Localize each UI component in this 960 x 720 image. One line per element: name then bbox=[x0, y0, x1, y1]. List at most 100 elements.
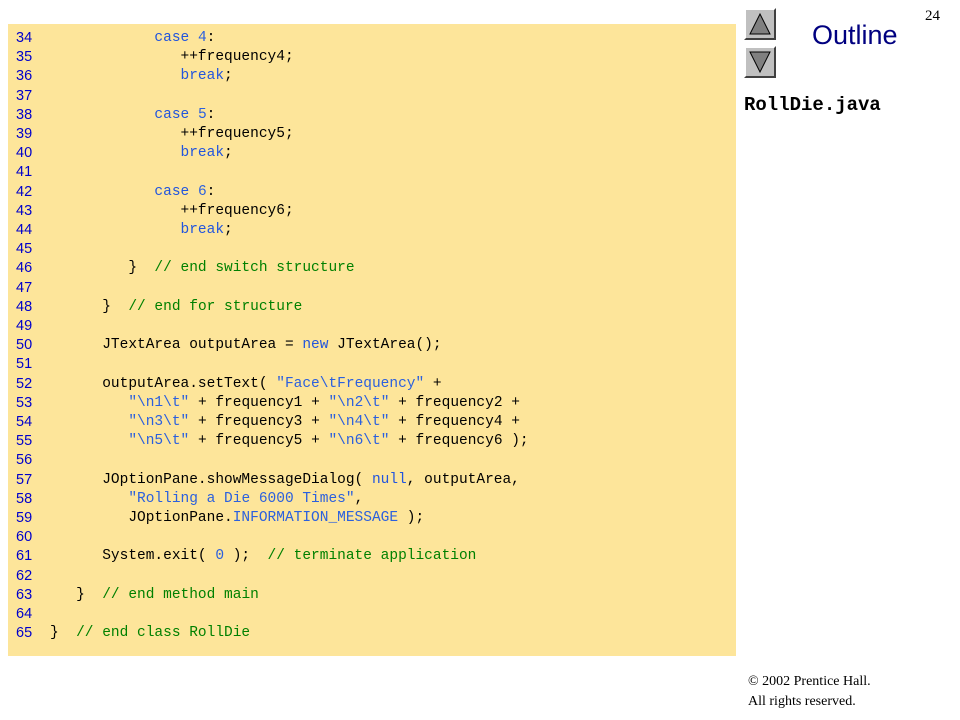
code-token: : bbox=[206, 30, 216, 46]
line-number: 61 bbox=[16, 548, 33, 565]
code-token: case bbox=[154, 106, 190, 123]
code-text: } // end switch structure bbox=[50, 259, 355, 278]
line-number: 63 bbox=[16, 586, 33, 603]
code-token: break bbox=[180, 222, 225, 238]
line-number: 54 bbox=[16, 414, 33, 430]
code-text: "Rolling a Die 6000 Times", bbox=[50, 490, 363, 509]
code-token bbox=[50, 222, 181, 238]
code-token: 4 bbox=[197, 30, 207, 46]
code-token: + frequency6 ); bbox=[389, 433, 529, 450]
rights-line: All rights reserved. bbox=[748, 694, 856, 709]
line-number: 62 bbox=[16, 567, 33, 584]
code-token: 0 bbox=[215, 548, 225, 565]
outline-title[interactable]: Outline bbox=[812, 20, 898, 50]
code-token: new bbox=[302, 337, 329, 354]
code-token: "\n5\t" bbox=[128, 433, 190, 450]
code-token: case bbox=[154, 183, 190, 200]
code-token: break bbox=[180, 145, 225, 162]
code-token: 6 bbox=[197, 183, 207, 200]
code-token: 5 bbox=[197, 106, 207, 123]
triangle-down-icon bbox=[749, 51, 771, 73]
line-number: 52 bbox=[16, 375, 33, 392]
code-token: , bbox=[354, 490, 364, 507]
code-text: JOptionPane.INFORMATION_MESSAGE ); bbox=[50, 509, 424, 528]
code-text: case 4: bbox=[50, 29, 215, 48]
code-token: "\n2\t" bbox=[328, 394, 390, 411]
code-text: "\n5\t" + frequency5 + "\n6\t" + frequen… bbox=[50, 432, 529, 451]
file-name-label: RollDie.java bbox=[744, 94, 881, 116]
code-text: "\n3\t" + frequency3 + "\n4\t" + frequen… bbox=[50, 413, 520, 432]
code-token: break bbox=[180, 68, 225, 85]
code-token: ; bbox=[224, 222, 233, 238]
code-text: System.exit( 0 ); // terminate applicati… bbox=[50, 547, 476, 566]
code-text: case 6: bbox=[50, 183, 215, 202]
code-token bbox=[50, 107, 154, 123]
code-token: System.exit( bbox=[50, 548, 216, 565]
line-number: 60 bbox=[16, 529, 33, 546]
code-token: , outputArea, bbox=[406, 471, 520, 488]
code-token: // end switch structure bbox=[154, 260, 355, 277]
code-token: JTextArea outputArea = bbox=[50, 337, 303, 354]
line-number: 46 bbox=[16, 260, 33, 277]
line-number: 44 bbox=[16, 222, 33, 238]
code-token: } bbox=[50, 260, 155, 277]
line-number: 40 bbox=[16, 145, 33, 162]
code-token: } bbox=[50, 586, 103, 603]
code-token: "\n4\t" bbox=[328, 414, 390, 430]
line-number: 47 bbox=[16, 279, 33, 296]
code-token: "\n1\t" bbox=[128, 394, 190, 411]
code-token: "\n3\t" bbox=[128, 414, 190, 430]
code-token: + frequency1 + bbox=[189, 394, 329, 411]
code-text: JOptionPane.showMessageDialog( null, out… bbox=[50, 471, 520, 490]
code-text: break; bbox=[50, 221, 233, 240]
line-number: 50 bbox=[16, 337, 33, 354]
code-token: : bbox=[206, 183, 216, 200]
line-number: 48 bbox=[16, 298, 33, 315]
code-token bbox=[50, 433, 128, 449]
line-number: 38 bbox=[16, 106, 33, 123]
code-token: + frequency4 + bbox=[389, 414, 520, 430]
code-text: } // end for structure bbox=[50, 298, 302, 317]
code-text: break; bbox=[50, 144, 233, 163]
code-token bbox=[50, 414, 128, 430]
code-token: // end method main bbox=[102, 586, 259, 603]
previous-slide-button[interactable] bbox=[744, 8, 776, 40]
line-number: 34 bbox=[16, 30, 33, 46]
code-text: } // end class RollDie bbox=[50, 624, 250, 643]
code-token: + frequency5 + bbox=[189, 433, 329, 450]
code-token: : bbox=[206, 106, 216, 123]
code-token: + frequency2 + bbox=[389, 394, 520, 411]
code-token bbox=[50, 145, 181, 161]
next-slide-button[interactable] bbox=[744, 46, 776, 78]
code-token bbox=[50, 68, 181, 84]
code-token: JOptionPane. bbox=[50, 510, 233, 526]
code-token: "Face\tFrequency" bbox=[276, 375, 425, 392]
code-token: // end class RollDie bbox=[76, 625, 251, 642]
code-token: "\n6\t" bbox=[328, 433, 390, 450]
code-token: // terminate application bbox=[267, 548, 477, 565]
line-number: 41 bbox=[16, 164, 33, 181]
triangle-up-icon bbox=[749, 13, 771, 35]
line-number: 42 bbox=[16, 183, 33, 200]
code-text: break; bbox=[50, 67, 233, 86]
code-token bbox=[189, 184, 198, 200]
line-number: 39 bbox=[16, 126, 33, 142]
code-text: case 5: bbox=[50, 106, 215, 125]
line-number: 37 bbox=[16, 87, 33, 104]
line-number: 59 bbox=[16, 510, 33, 526]
code-token: ); bbox=[398, 510, 425, 526]
code-token: ++frequency4; bbox=[50, 49, 294, 66]
code-token bbox=[189, 107, 198, 123]
code-token: + frequency3 + bbox=[189, 414, 329, 430]
code-token bbox=[189, 30, 198, 46]
code-token: ; bbox=[224, 145, 233, 162]
line-number: 64 bbox=[16, 606, 33, 622]
code-token: } bbox=[50, 625, 77, 642]
code-text: outputArea.setText( "Face\tFrequency" + bbox=[50, 375, 441, 394]
line-number: 53 bbox=[16, 394, 33, 411]
line-number: 43 bbox=[16, 202, 33, 219]
code-token bbox=[50, 491, 128, 507]
code-token: "Rolling a Die 6000 Times" bbox=[128, 490, 355, 507]
code-text: ++frequency6; bbox=[50, 202, 294, 221]
